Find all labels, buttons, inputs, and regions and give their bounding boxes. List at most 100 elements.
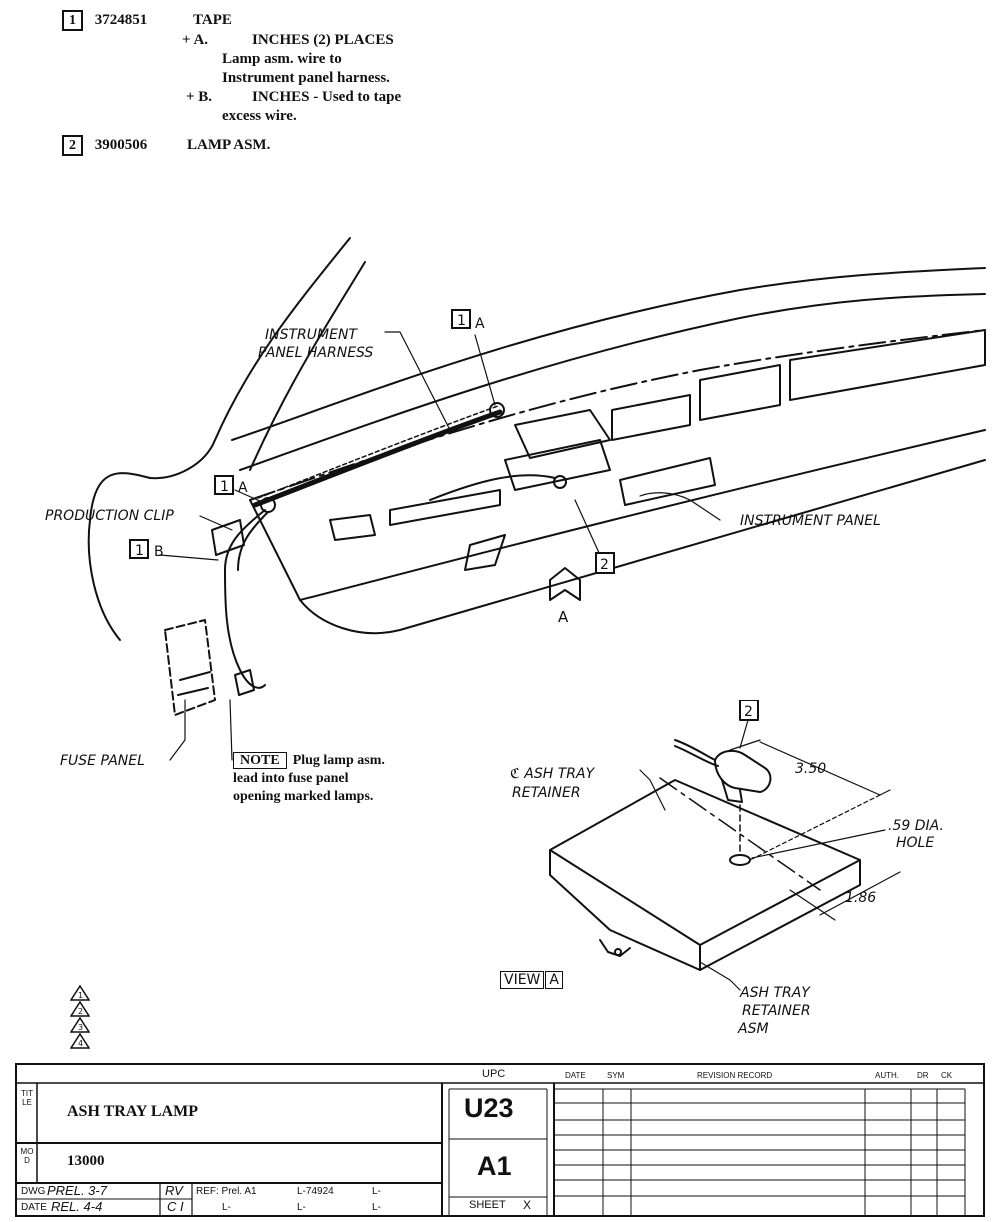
col-revision-record: REVISION RECORD [697, 1071, 773, 1080]
note-text: Instrument panel harness. [222, 70, 390, 86]
leader-line [234, 489, 263, 503]
panel-lower-edge [249, 459, 986, 635]
door-outline [87, 472, 151, 641]
title-block-grid [17, 1082, 983, 1215]
upc-label: UPC [482, 1068, 506, 1080]
dimension-line-186 [819, 871, 901, 916]
note-text: lead into fuse panel [233, 771, 349, 786]
sheet-label: SHEET [469, 1199, 506, 1211]
tag-box [129, 539, 149, 559]
tag-box [451, 309, 471, 329]
view-arrow-letter: A [558, 608, 569, 626]
leader-line [169, 699, 186, 761]
pillar-line [249, 261, 366, 471]
note-text: excess wire. [222, 108, 297, 124]
lamp-asm-small [553, 475, 567, 489]
fuse-panel-detail [177, 671, 211, 696]
tag-number: 1 [135, 543, 144, 559]
note-label: NOTE [233, 752, 287, 769]
date-value: REL. 4-4 [51, 1199, 103, 1214]
dwg-value: PREL. 3-7 [47, 1183, 107, 1198]
view-label-letter: A [545, 971, 563, 989]
label-ash-tray-retainer-cl: RETAINER [512, 785, 581, 801]
revision-number: 4 [78, 1039, 83, 1048]
leader-line [574, 499, 601, 556]
col-sym: SYM [607, 1071, 625, 1080]
lamp-lead-wire [429, 474, 556, 501]
ref-drawing: L- [222, 1202, 231, 1213]
revision-number: 2 [78, 1007, 83, 1016]
leader-line [384, 331, 451, 431]
leader-line [639, 492, 721, 521]
tape-wrap-a [489, 402, 505, 418]
panel-face-line [299, 429, 986, 601]
ash-tray-pull [464, 534, 506, 571]
date-label: DATE [21, 1202, 47, 1213]
retainer-tab-hole [614, 948, 622, 956]
tag-box [214, 475, 234, 495]
ref-drawing: L-74924 [297, 1186, 334, 1197]
label-instrument-panel: INSTRUMENT PANEL [740, 513, 881, 529]
slot-opening [389, 489, 501, 526]
part-item-1: 1 3724851 TAPE [62, 10, 401, 31]
view-arrow [549, 567, 581, 601]
view-label-text: VIEW [500, 971, 545, 989]
leader-retainer-asm [699, 961, 741, 991]
item-number-box: 1 [62, 10, 83, 31]
col-auth: AUTH. [875, 1071, 899, 1080]
code-value: A1 [477, 1151, 512, 1181]
tag-box [739, 700, 759, 721]
mod-side-label: MOD [20, 1147, 34, 1165]
dimension-extension [789, 889, 836, 921]
lamp-lead-wire [224, 509, 266, 689]
dimension-extension [729, 739, 891, 796]
lamp-wire [674, 739, 716, 761]
leader-line [159, 554, 219, 561]
note-mark: + B. [186, 89, 213, 105]
col-dr: DR [917, 1071, 929, 1080]
ash-tray-opening [514, 409, 611, 459]
sheet-mark: X [523, 1198, 532, 1212]
revision-number: 3 [78, 1023, 83, 1032]
part-item-2: 2 3900506 LAMP ASM. [62, 135, 401, 156]
retainer-tab [599, 939, 631, 957]
note-mark: + A. [182, 32, 209, 48]
leader-line [229, 699, 233, 761]
lamp-wire [674, 745, 719, 767]
tag-number: 2 [744, 704, 753, 720]
pillar-line [149, 237, 351, 480]
tag-letter: A [238, 480, 248, 496]
part-name: TAPE [193, 12, 232, 28]
title-block: TITLE ASH TRAY LAMP MOD 13000 DWG PREL. … [15, 1063, 985, 1217]
note-text: INCHES (2) PLACES [252, 32, 394, 48]
label-fuse-panel: FUSE PANEL [60, 753, 145, 769]
label-ash-tray-retainer-asm: RETAINER [742, 1003, 811, 1019]
label-hole-diameter: .59 DIA. [888, 818, 944, 834]
harness-wrap [257, 405, 499, 499]
label-ash-tray-retainer-cl: ℭ ASH TRAY [510, 766, 596, 782]
part-notes: + A.INCHES (2) PLACES Lamp asm. wire to … [182, 31, 401, 126]
mod-number: 13000 [67, 1153, 105, 1169]
tag-number: 2 [600, 557, 609, 573]
leader-line [739, 719, 749, 749]
mount-hole [729, 854, 751, 866]
part-number: 3724851 [94, 12, 148, 28]
dimension-350: 3.50 [795, 761, 826, 777]
instrument-panel-harness [252, 409, 503, 508]
gauge-opening [699, 364, 781, 421]
production-clip [211, 519, 245, 556]
centerline [659, 777, 821, 891]
parts-list: 1 3724851 TAPE + A.INCHES (2) PLACES Lam… [62, 10, 401, 156]
note-text: INCHES - Used to tape [252, 89, 402, 105]
gauge-opening [611, 394, 691, 441]
note-text: Plug lamp asm. [292, 753, 385, 768]
leader-hole [751, 829, 886, 859]
note-text: opening marked lamps. [233, 789, 374, 804]
retainer-front-face [699, 859, 861, 971]
tag-letter: A [475, 316, 485, 332]
gauge-opening [789, 329, 986, 401]
ref-label: REF: Prel. A1 [196, 1186, 257, 1197]
revision-marks: 1 2 3 4 [69, 984, 91, 1054]
